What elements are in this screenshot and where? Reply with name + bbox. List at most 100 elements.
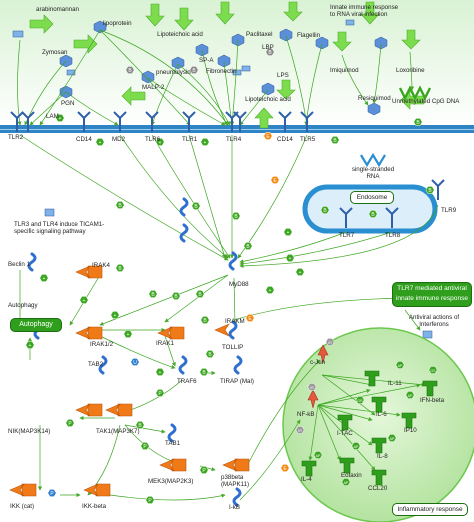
- edge-badge-label: B: [416, 120, 420, 126]
- edge-badge-ap: [395, 361, 405, 369]
- edge-badge-label: IR: [310, 386, 314, 390]
- innate-immune-note: Innate immune response to RNA viral infe…: [330, 4, 399, 18]
- edge-badge-expression: [245, 314, 255, 322]
- edge-badge-expression: [270, 176, 280, 184]
- tak1: TAK1(MAP3K7): [96, 428, 140, 435]
- edge-badge-label: B: [118, 203, 122, 209]
- edge-badge-label: IR: [298, 429, 302, 433]
- edge-badge-label: P: [68, 421, 72, 427]
- ligand-pneumolysin: pneumolysin: [156, 69, 191, 76]
- edge-badge-label: B: [192, 68, 196, 74]
- autophagy-box: Autophagy: [10, 318, 62, 332]
- ligand-lipoteichoic-acid-2: Lipoteichoic acid: [245, 96, 291, 103]
- edge-badge-binding: [330, 136, 340, 144]
- endosome: [302, 184, 438, 234]
- tlr3-tlr4-note: TLR3 and TLR4 induce TICAM1-specific sig…: [14, 221, 105, 235]
- edge-badge-plus: [283, 228, 293, 236]
- myd88: MyD88: [229, 281, 249, 288]
- edge-badge-label: P: [158, 391, 162, 397]
- edge-badge-label: E: [283, 466, 287, 472]
- edge-badge-label: P: [143, 444, 147, 450]
- ligand-arrows: [29, 1, 425, 129]
- edge-badge-binding: [368, 210, 378, 218]
- edge-badge-label: AP: [398, 364, 403, 368]
- ligand-lam: LAM: [46, 113, 59, 120]
- edge-badge-label: B: [118, 266, 122, 272]
- edge-badge-phospho: [47, 489, 57, 497]
- ligand-malp2: MALP-2: [142, 84, 165, 91]
- edge-badge-ap: [313, 451, 323, 459]
- edge-badge-binding: [115, 264, 125, 272]
- p38beta: p38beta (MAPK11): [221, 474, 250, 488]
- kinases: [9, 265, 250, 497]
- edge-badge-phospho: [140, 442, 150, 450]
- edge-badge-inhibition: [325, 338, 335, 346]
- ssrna-label: single-stranded RNA: [351, 166, 395, 180]
- edge-badge-binding: [148, 290, 158, 298]
- edge-badge-label: +: [289, 256, 292, 262]
- edge-badge-label: +: [99, 140, 102, 146]
- edge-badge-expression: [263, 132, 273, 140]
- edge-badge-label: B: [234, 214, 238, 220]
- edge-badge-label: +: [269, 288, 272, 294]
- edge-badge-binding: [413, 118, 423, 126]
- edge-badge-binding: [125, 66, 135, 74]
- edge-badge-label: B: [268, 50, 272, 56]
- ssrna-glyph: [360, 152, 386, 168]
- edge-badge-label: B: [371, 212, 375, 218]
- ligand-lps: LPS: [277, 72, 289, 79]
- receptor-tlr7: TLR7: [339, 232, 355, 239]
- edge-badge-binding: [171, 292, 181, 300]
- edge-badge-binding: [205, 350, 215, 358]
- edge-badge-plus: [55, 114, 65, 122]
- edge-badge-label: +: [299, 270, 302, 276]
- edge-badge-label: AP: [316, 454, 321, 458]
- edge-badge-phospho: [155, 389, 165, 397]
- edge-badge-plus: [123, 330, 133, 338]
- receptor-glyphs: [10, 111, 314, 132]
- edge-badge-gr: [355, 396, 365, 404]
- ligand-pgn: PGN: [61, 100, 75, 107]
- il-8: IL-8: [377, 453, 388, 460]
- edge-badge-label: B: [333, 138, 337, 144]
- edge-badge-label: +: [114, 313, 117, 319]
- edge-badge-label: IR: [328, 341, 332, 345]
- ligand-arabinomannan: arabinomannan: [36, 6, 80, 13]
- irak12: IRAK1/2: [90, 341, 114, 348]
- edge-badge-label: P: [148, 498, 152, 504]
- edge-badge-plus: [285, 254, 295, 262]
- edge-badge-label: AP: [408, 394, 413, 398]
- edge-badge-label: U: [133, 360, 137, 366]
- edge-badge-phospho: [199, 466, 209, 474]
- edge-badge-plus: [95, 138, 105, 146]
- tab2: TAB2: [88, 361, 104, 368]
- receptor-cd14: CD14: [76, 136, 92, 143]
- edge-badge-binding: [135, 421, 145, 429]
- edge-badge-label: E: [248, 316, 252, 322]
- receptor-tlr5: TLR5: [300, 136, 316, 143]
- ifn-beta: IFN-beta: [420, 397, 445, 404]
- edge-badge-label: +: [59, 116, 62, 122]
- receptor-md2: MD2: [112, 136, 126, 143]
- edge-badge-ap: [387, 434, 397, 442]
- edge-badge-expression: [280, 464, 290, 472]
- cpg-dna-glyph: [398, 85, 432, 101]
- ikk-cat: IKK (cat): [10, 503, 35, 510]
- receptor-cd14-b: CD14: [277, 136, 293, 143]
- edge-badge-label: +: [287, 230, 290, 236]
- edge-badge-label: E: [266, 134, 270, 140]
- edge-badge-binding: [265, 48, 275, 56]
- edge-badge-binding: [199, 368, 209, 376]
- beclin-1: Beclin 1: [8, 261, 31, 268]
- tirap: TIRAP (Mal): [220, 378, 254, 385]
- nf-kb: NF-kB: [297, 411, 315, 418]
- i-tac: I-TAC: [337, 430, 353, 437]
- edge-badge-label: B: [194, 204, 198, 210]
- edge-badge-ap: [351, 442, 361, 450]
- edge-badge-binding: [189, 66, 199, 74]
- ligand-cpg-dna: Unmethylated CpG DNA: [392, 98, 460, 105]
- edge-badge-label: B: [203, 318, 207, 324]
- ligand-lipoteichoic-acid: Lipoteichoic acid: [157, 31, 203, 38]
- edge-badge-label: AP: [390, 437, 395, 441]
